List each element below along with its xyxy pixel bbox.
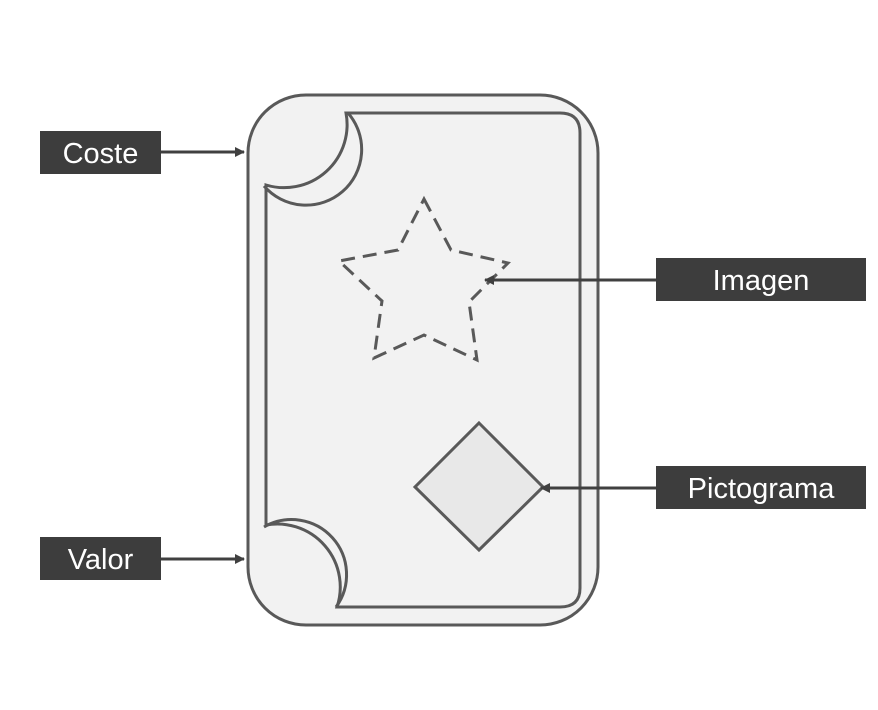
cost-label-text: Coste xyxy=(63,138,139,170)
value-label: Valor xyxy=(40,537,161,580)
pictogram-label-text: Pictograma xyxy=(688,473,836,505)
cost-label: Coste xyxy=(40,131,161,174)
card-outer-border xyxy=(246,93,600,627)
card-inner-frame xyxy=(264,111,582,609)
value-circle xyxy=(263,518,349,608)
cost-circle xyxy=(262,112,364,207)
pictogram-label-box xyxy=(656,466,866,509)
image-label: Imagen xyxy=(656,258,866,301)
image-label-box xyxy=(656,258,866,301)
cost-label-box xyxy=(40,131,161,174)
diamond-icon xyxy=(412,420,546,553)
star-icon xyxy=(335,195,511,363)
image-label-text: Imagen xyxy=(713,265,810,297)
pictogram-label: Pictograma xyxy=(656,466,866,509)
value-label-text: Valor xyxy=(68,544,134,576)
value-label-box xyxy=(40,537,161,580)
